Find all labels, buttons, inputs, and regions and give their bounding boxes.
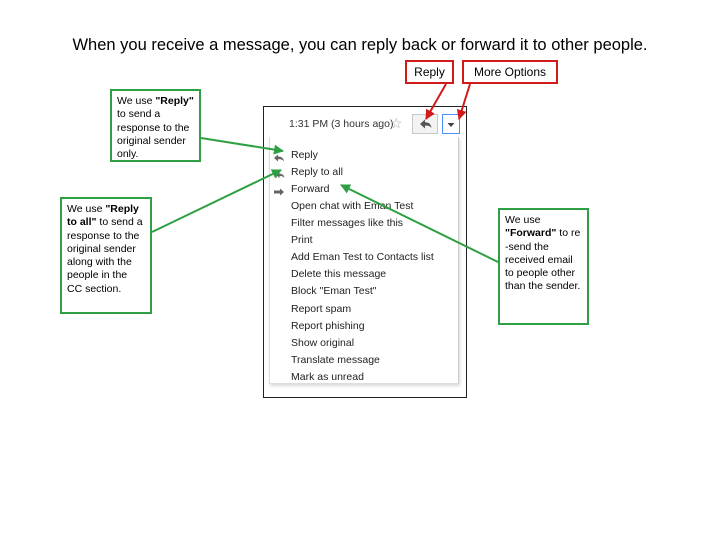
- forward-callout-bold: "Forward": [505, 227, 557, 240]
- arrow-more-to-button: [456, 83, 471, 120]
- more-options-menu: Reply Reply to all Forward Open chat wit…: [269, 137, 459, 384]
- more-options-label: More Options: [462, 60, 558, 84]
- menu-item-translate[interactable]: Translate message: [291, 354, 380, 366]
- menu-item-reply-to-all[interactable]: Reply to all: [291, 166, 343, 178]
- reply-callout-pre: We use: [117, 95, 156, 107]
- menu-item-print[interactable]: Print: [291, 234, 313, 246]
- arrow-reply-to-button: [425, 83, 447, 120]
- more-options-label-text: More Options: [473, 65, 547, 79]
- page-title: When you receive a message, you can repl…: [72, 36, 648, 54]
- menu-item-mark-unread[interactable]: Mark as unread: [291, 371, 364, 383]
- menu-item-filter-messages[interactable]: Filter messages like this: [291, 217, 404, 229]
- reply-callout: We use "Reply" to send a response to the…: [110, 89, 201, 162]
- arrow-forward-callout: [340, 184, 499, 263]
- menu-item-add-to-contacts[interactable]: Add Eman Test to Contacts list: [291, 251, 434, 263]
- forward-callout-pre: We use: [505, 214, 541, 226]
- arrow-reply-all-callout: [151, 169, 282, 233]
- menu-item-delete[interactable]: Delete this message: [291, 268, 387, 280]
- menu-item-report-phishing[interactable]: Report phishing: [291, 320, 365, 332]
- forward-callout: We use "Forward" to re -send the receive…: [498, 208, 589, 325]
- reply-arrow-icon: [420, 119, 432, 129]
- more-options-button[interactable]: [442, 114, 460, 134]
- forward-callout-post: to re -send the received email to people…: [505, 227, 581, 293]
- menu-item-block[interactable]: Block "Eman Test": [291, 285, 377, 297]
- message-time: 1:31 PM (3 hours ago): [289, 118, 394, 130]
- star-icon[interactable]: ☆: [390, 115, 403, 131]
- reply-callout-post: to send a response to the original sende…: [117, 108, 190, 161]
- forward-icon: [273, 184, 285, 196]
- reply-all-callout: We use "Reply to all" to send a response…: [60, 197, 152, 314]
- reply-all-callout-post: to send a response to the original sende…: [67, 216, 143, 295]
- menu-item-forward[interactable]: Forward: [291, 183, 330, 195]
- reply-callout-bold: "Reply": [155, 95, 194, 107]
- reply-icon: [273, 150, 285, 162]
- reply-label-text: Reply: [414, 65, 445, 79]
- reply-all-callout-bold: "Reply to all": [67, 203, 139, 229]
- reply-label: Reply: [405, 60, 454, 84]
- reply-all-callout-pre: We use: [67, 203, 106, 215]
- gmail-screenshot: 1:31 PM (3 hours ago) ☆ Reply Reply to a…: [263, 106, 467, 398]
- arrow-reply-callout: [200, 137, 284, 155]
- menu-item-show-original[interactable]: Show original: [291, 337, 355, 349]
- chevron-down-icon: [447, 123, 455, 127]
- menu-item-open-chat[interactable]: Open chat with Eman Test: [291, 200, 414, 212]
- menu-item-report-spam[interactable]: Report spam: [291, 303, 352, 315]
- menu-item-reply[interactable]: Reply: [291, 149, 318, 161]
